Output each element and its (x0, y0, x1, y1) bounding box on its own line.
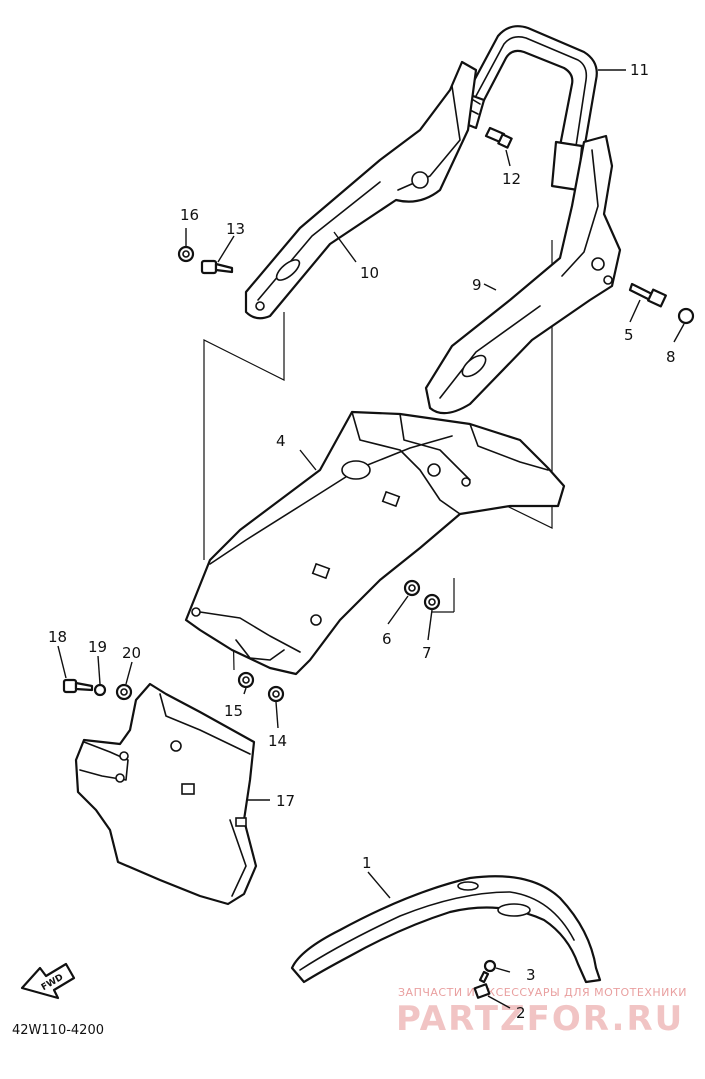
callout-18: 18 (48, 628, 67, 646)
part-washer-3[interactable] (483, 959, 497, 973)
callout-14: 14 (268, 732, 287, 750)
part-right-bracket-arm[interactable] (424, 134, 622, 415)
part-nut-8[interactable] (677, 307, 695, 325)
callout-4: 4 (276, 432, 286, 450)
part-front-fender[interactable] (290, 875, 602, 984)
part-inner-splash-guard[interactable] (74, 682, 258, 906)
part-washer-19[interactable] (93, 683, 107, 697)
forward-arrow-icon: FWD (20, 962, 76, 1000)
callout-8: 8 (666, 348, 676, 366)
part-grab-bar[interactable] (454, 25, 598, 192)
part-nut-7[interactable] (423, 593, 441, 611)
part-washer-6[interactable] (403, 579, 421, 597)
callout-17: 17 (276, 792, 295, 810)
callout-11: 11 (630, 61, 649, 79)
part-bolt-12[interactable] (484, 126, 513, 149)
part-bolt-5[interactable] (628, 282, 667, 308)
callout-16: 16 (180, 206, 199, 224)
part-nut-14[interactable] (267, 685, 285, 703)
callout-3: 3 (526, 966, 536, 984)
callout-labels: 11 12 10 9 16 13 4 5 8 6 7 18 19 20 15 1… (48, 61, 676, 1022)
callout-1: 1 (362, 854, 372, 872)
callout-15: 15 (224, 702, 243, 720)
callout-5: 5 (624, 326, 634, 344)
watermark-brand: PARTZFOR.RU (396, 999, 684, 1039)
part-bolt-18[interactable] (62, 678, 94, 694)
callout-9: 9 (472, 276, 482, 294)
callout-13: 13 (226, 220, 245, 238)
part-bolt-13[interactable] (200, 259, 234, 275)
part-nut-15[interactable] (237, 671, 255, 689)
callout-6: 6 (382, 630, 392, 648)
part-nut-16[interactable] (177, 245, 195, 263)
callout-19: 19 (88, 638, 107, 656)
callout-12: 12 (502, 170, 521, 188)
part-rear-fender[interactable] (184, 410, 566, 676)
callout-20: 20 (122, 644, 141, 662)
watermark: ЗАПЧАСТИ И АКСЕССУАРЫ ДЛЯ МОТОТЕХНИКИ PA… (396, 986, 687, 1039)
part-nut-20[interactable] (115, 683, 133, 701)
leader-lines (57, 69, 685, 1009)
callout-10: 10 (360, 264, 379, 282)
part-left-bracket-arm[interactable] (244, 60, 478, 320)
watermark-tagline: ЗАПЧАСТИ И АКСЕССУАРЫ ДЛЯ МОТОТЕХНИКИ (398, 986, 687, 999)
diagram-code: 42W110-4200 (12, 1023, 104, 1038)
callout-2: 2 (516, 1004, 526, 1022)
part-bolt-2[interactable] (473, 970, 491, 999)
callout-7: 7 (422, 644, 432, 662)
